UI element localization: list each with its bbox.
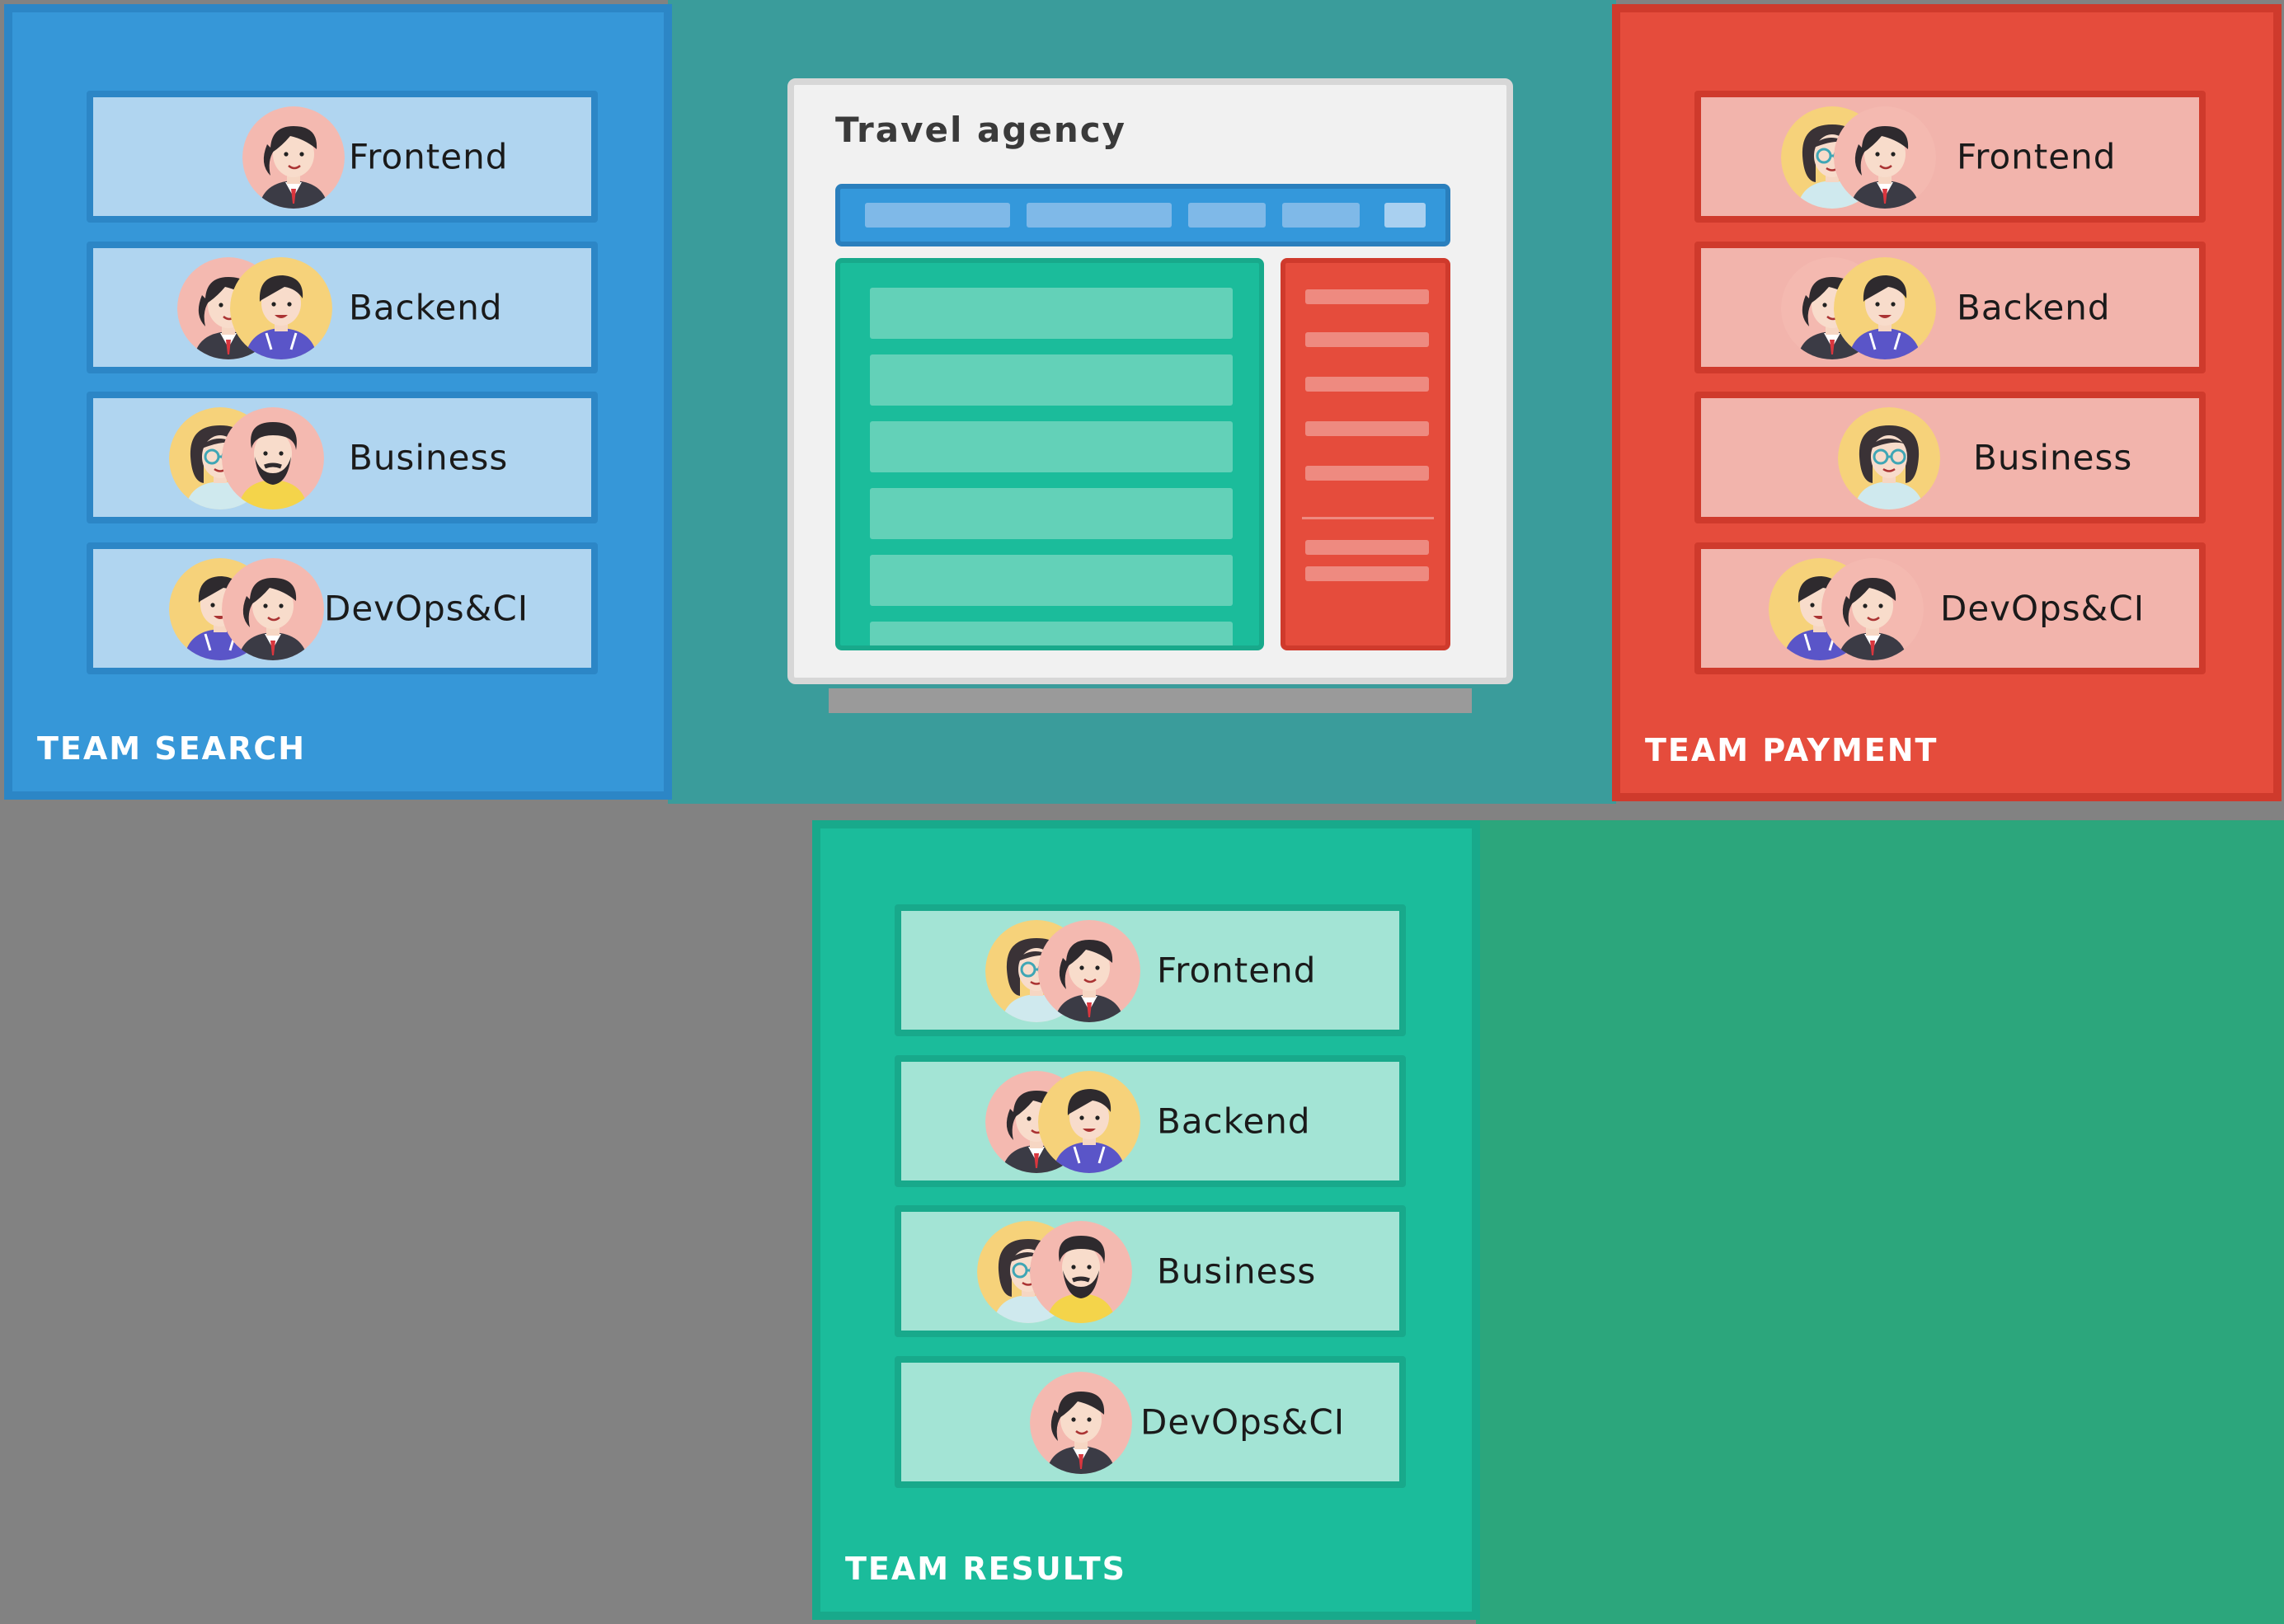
avatar-group: [1781, 257, 1936, 359]
avatar-group: [1781, 106, 1936, 209]
role-label: Frontend: [349, 136, 509, 177]
role-label: Backend: [349, 287, 503, 328]
man-hoodie-avatar-icon: [230, 257, 332, 359]
team-results-panel: Frontend Backend Business DevOps&CI TEAM…: [812, 820, 1480, 1620]
avatar-group: [177, 257, 332, 359]
content-placeholder: [870, 488, 1233, 539]
woman-ponytail-avatar-icon: [1821, 558, 1924, 660]
role-label: Business: [1973, 437, 2133, 478]
role-card-backend: Backend: [895, 1055, 1406, 1187]
sidebar-placeholder: [1305, 421, 1429, 436]
content-placeholder: [870, 622, 1233, 645]
team-search-panel: Frontend Backend Business DevOps&CI TEAM…: [4, 4, 672, 800]
role-label: Frontend: [1957, 136, 2117, 177]
role-label: DevOps&CI: [1940, 588, 2145, 629]
team-name: TEAM RESULTS: [845, 1551, 1126, 1587]
avatar-group: [985, 920, 1140, 1022]
sidebar-placeholder: [1305, 540, 1429, 555]
role-card-business: Business: [1694, 392, 2206, 523]
man-beard-avatar-icon: [222, 407, 324, 509]
avatar-group: [169, 407, 324, 509]
role-label: Business: [349, 437, 509, 478]
woman-ponytail-avatar-icon: [1030, 1372, 1132, 1474]
mock-sidebar: [1281, 258, 1450, 650]
woman-glasses-avatar-icon: [1838, 407, 1940, 509]
sidebar-placeholder: [1305, 332, 1429, 347]
avatar-group: [977, 1221, 1132, 1323]
window-shadow: [829, 688, 1472, 713]
woman-ponytail-avatar-icon: [1834, 106, 1936, 209]
nav-placeholder: [1188, 203, 1266, 228]
content-placeholder: [870, 288, 1233, 339]
role-card-frontend: Frontend: [895, 904, 1406, 1036]
sidebar-placeholder: [1305, 466, 1429, 481]
role-label: DevOps&CI: [324, 588, 529, 629]
role-label: Backend: [1957, 287, 2111, 328]
role-card-business: Business: [87, 392, 598, 523]
content-placeholder: [870, 421, 1233, 472]
role-card-frontend: Frontend: [1694, 91, 2206, 223]
role-label: DevOps&CI: [1140, 1401, 1346, 1443]
role-card-business: Business: [895, 1205, 1406, 1337]
man-hoodie-avatar-icon: [1834, 257, 1936, 359]
window-title: Travel agency: [835, 110, 1127, 150]
role-label: Frontend: [1157, 950, 1317, 991]
content-placeholder: [870, 354, 1233, 406]
nav-placeholder: [865, 203, 1010, 228]
role-label: Business: [1157, 1251, 1317, 1292]
mock-navbar: [835, 184, 1450, 246]
nav-placeholder: [1282, 203, 1360, 228]
avatar-group: [242, 106, 345, 209]
man-beard-avatar-icon: [1030, 1221, 1132, 1323]
role-card-devops: DevOps&CI: [87, 542, 598, 674]
role-card-devops: DevOps&CI: [1694, 542, 2206, 674]
woman-ponytail-avatar-icon: [1038, 920, 1140, 1022]
mock-main-content: [835, 258, 1264, 650]
travel-agency-window: Travel agency: [787, 78, 1513, 684]
woman-ponytail-avatar-icon: [242, 106, 345, 209]
role-card-backend: Backend: [1694, 242, 2206, 373]
nav-placeholder: [1384, 203, 1426, 228]
background-panel-bottom: [1476, 820, 2284, 1624]
woman-ponytail-avatar-icon: [222, 558, 324, 660]
avatar-group: [1838, 407, 1940, 509]
nav-placeholder: [1027, 203, 1172, 228]
avatar-group: [1769, 558, 1924, 660]
avatar-group: [1030, 1372, 1132, 1474]
role-card-devops: DevOps&CI: [895, 1356, 1406, 1488]
man-hoodie-avatar-icon: [1038, 1071, 1140, 1173]
team-name: TEAM PAYMENT: [1645, 732, 1939, 768]
team-payment-panel: Frontend Backend Business DevOps&CI TEAM…: [1612, 4, 2282, 801]
sidebar-placeholder: [1305, 566, 1429, 581]
sidebar-divider: [1302, 517, 1434, 519]
role-card-backend: Backend: [87, 242, 598, 373]
content-placeholder: [870, 555, 1233, 606]
avatar-group: [169, 558, 324, 660]
role-label: Backend: [1157, 1101, 1311, 1142]
team-name: TEAM SEARCH: [37, 730, 307, 767]
role-card-frontend: Frontend: [87, 91, 598, 223]
sidebar-placeholder: [1305, 289, 1429, 304]
sidebar-placeholder: [1305, 377, 1429, 392]
avatar-group: [985, 1071, 1140, 1173]
